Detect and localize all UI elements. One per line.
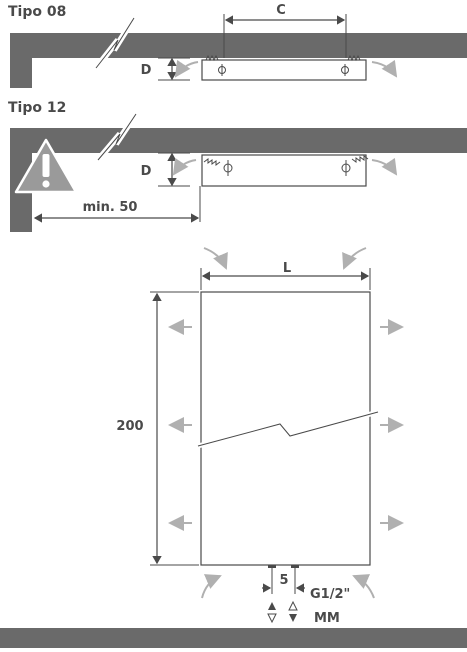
front-dim-width: L	[283, 261, 291, 276]
airflow-arrow-icon	[201, 574, 222, 599]
airflow-arrow-icon	[371, 157, 398, 176]
mounting-bracket-icon	[203, 155, 369, 176]
connection-type-label: MM	[314, 611, 340, 626]
airflow-arrow-icon	[168, 319, 404, 531]
mounting-bracket-icon	[205, 54, 361, 76]
type12-min-distance: min. 50	[83, 200, 138, 215]
type08-dim-d: D	[141, 63, 152, 78]
airflow-arrow-icon	[203, 247, 228, 270]
connection-size-label: G1/2"	[310, 587, 350, 602]
type12-dim-d: D	[141, 164, 152, 179]
pipe-connections	[262, 565, 305, 594]
type08-radiator	[201, 59, 367, 81]
type08-dim-c: C	[276, 3, 286, 18]
airflow-arrow-icon	[352, 574, 375, 599]
front-view: L 200 5 G1/2"	[116, 247, 404, 626]
footer-band	[0, 628, 467, 648]
type08-wall	[10, 33, 467, 88]
airflow-arrow-icon	[371, 59, 398, 78]
airflow-arrow-icon	[172, 157, 197, 176]
airflow-arrow-icon	[342, 247, 367, 270]
front-dim-height: 200	[116, 419, 143, 434]
flow-direction-icon	[267, 600, 298, 624]
warning-icon	[14, 138, 78, 194]
type12-wall	[10, 128, 467, 232]
type12-title: Tipo 12	[8, 100, 66, 116]
type12-section: Tipo 12 D min. 50	[8, 100, 467, 232]
airflow-arrow-icon	[174, 59, 199, 78]
pipe-spacing-label: 5	[279, 573, 288, 588]
type08-section: Tipo 08 C D	[8, 3, 467, 88]
type12-radiator	[201, 154, 367, 187]
type08-title: Tipo 08	[8, 4, 66, 20]
